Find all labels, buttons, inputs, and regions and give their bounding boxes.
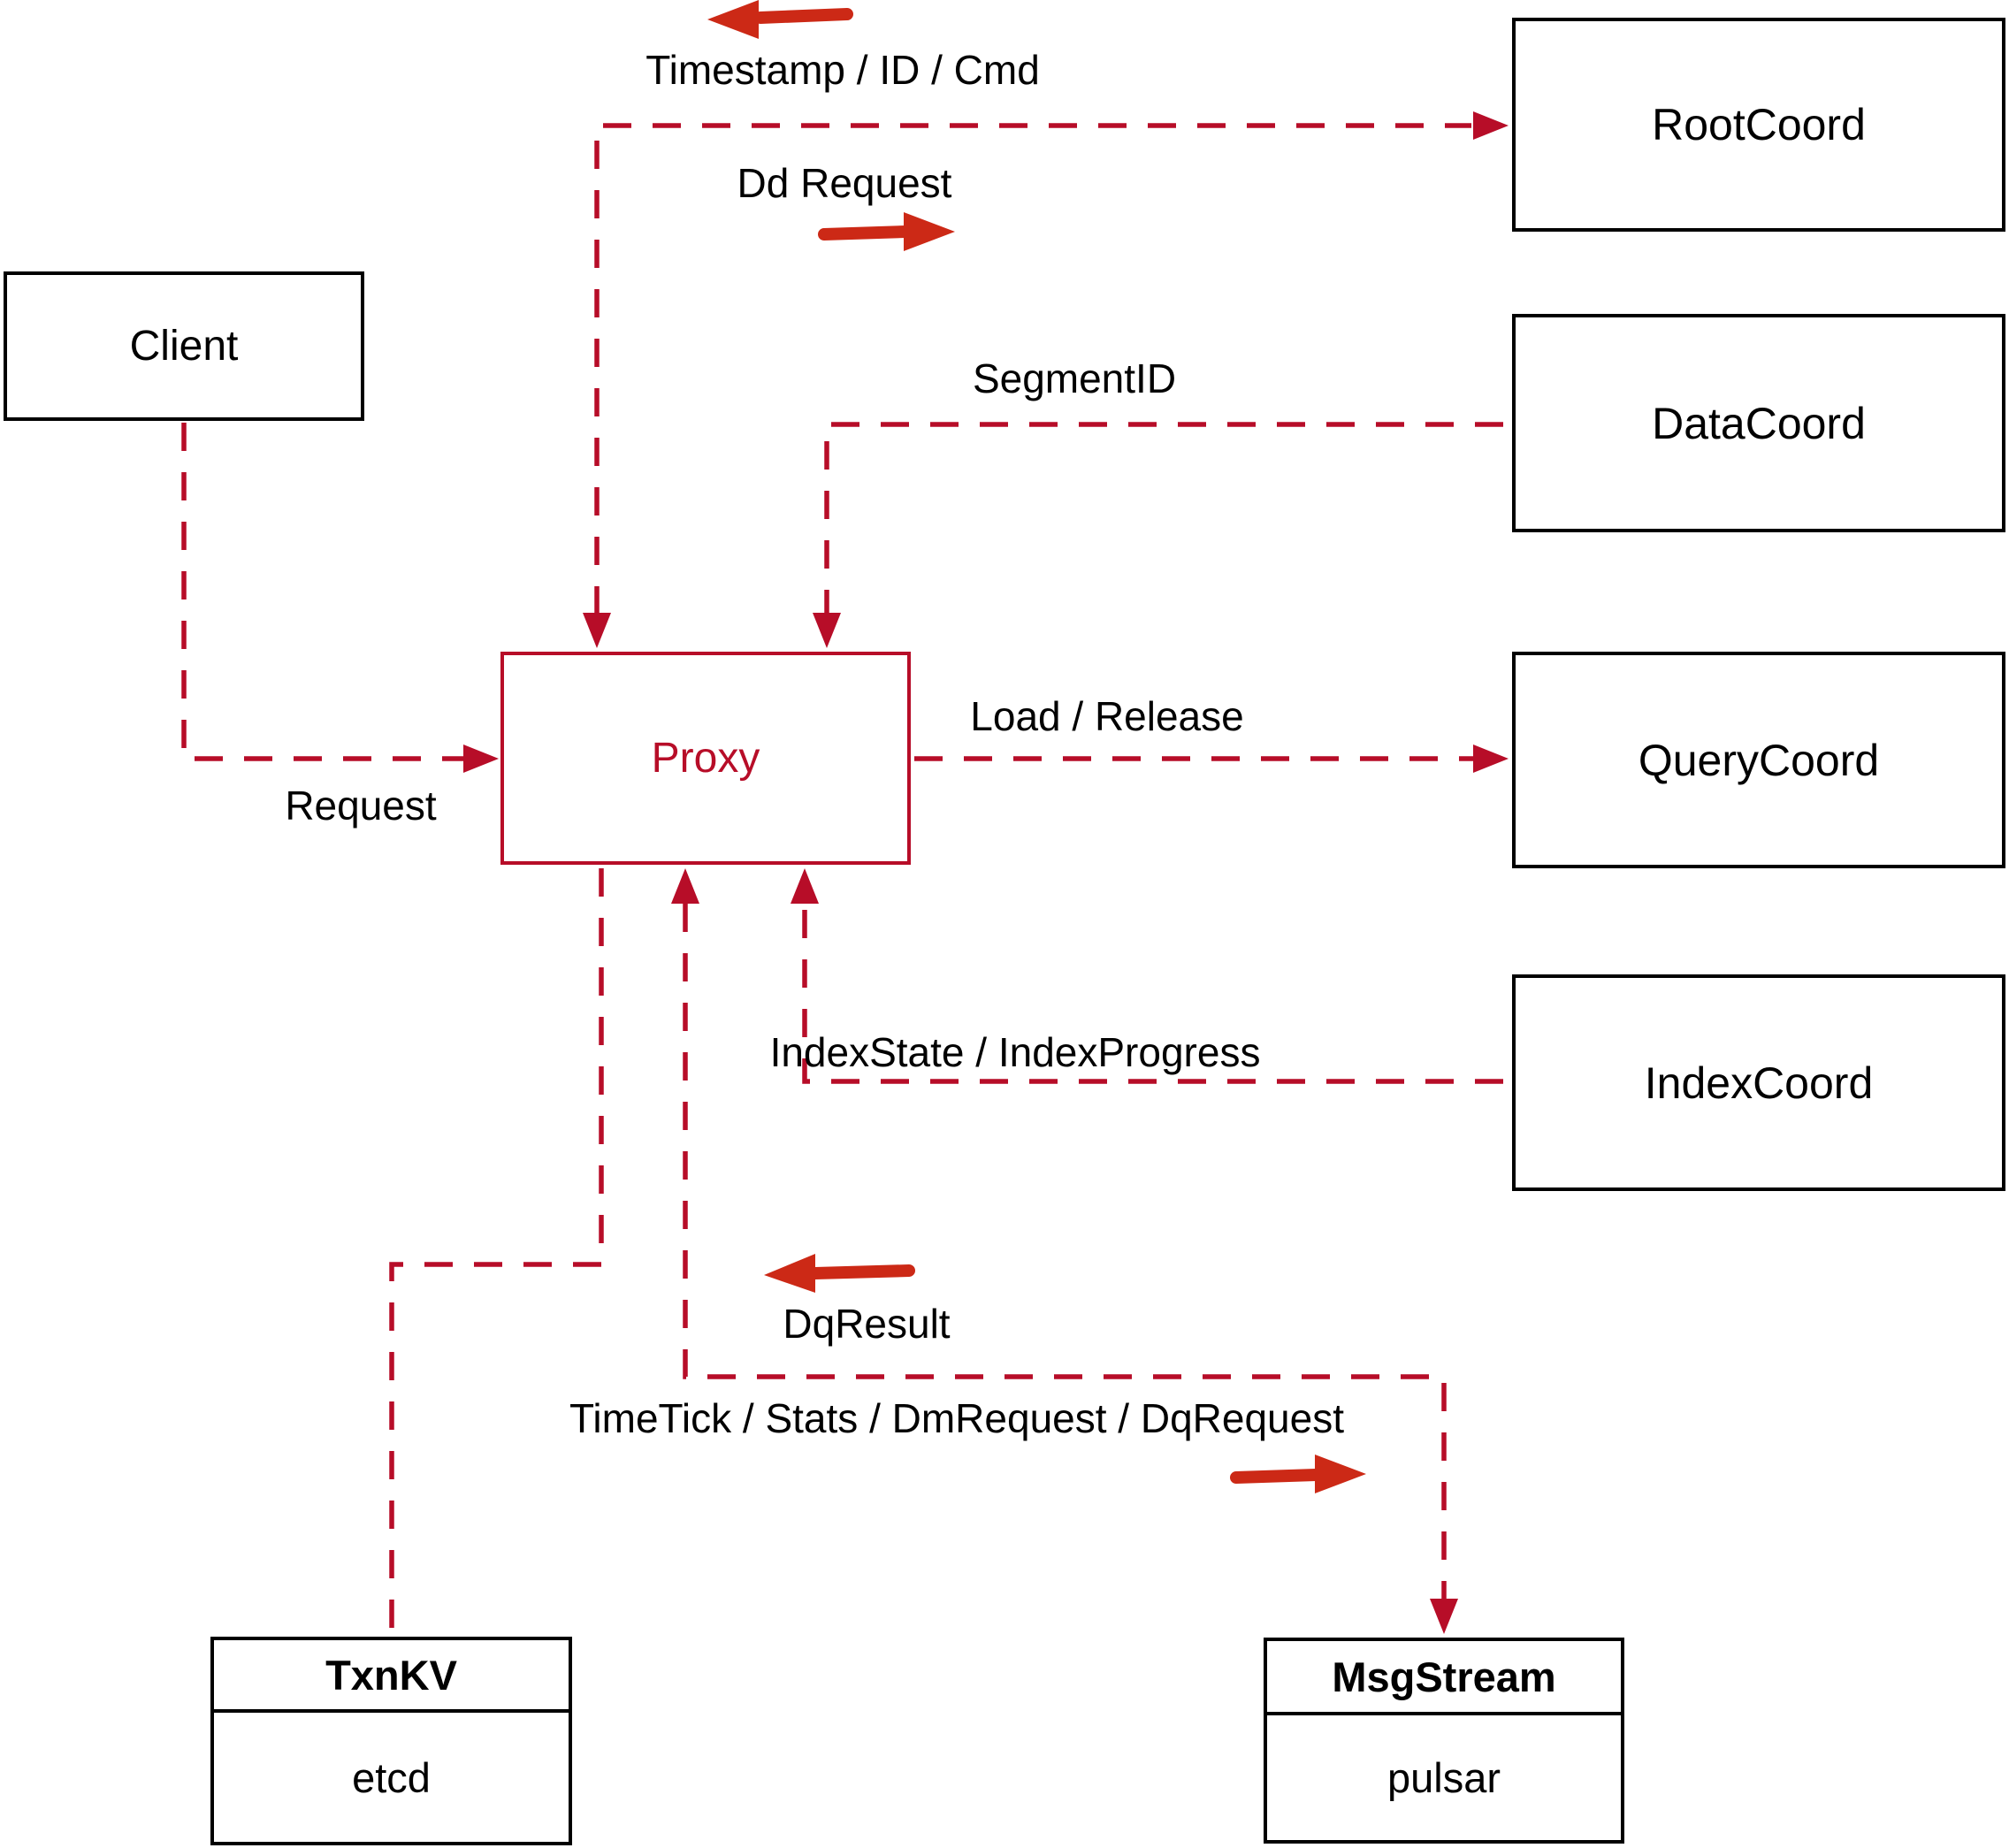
arrow-right-icon xyxy=(818,212,955,251)
indexcoord-node: IndexCoord xyxy=(1512,974,2005,1191)
edge-label-timestamp-id-cmd: Timestamp / ID / Cmd xyxy=(645,47,1040,93)
arrow-right-icon xyxy=(1230,1455,1366,1493)
rootcoord-node: RootCoord xyxy=(1512,18,2005,232)
querycoord-node: QueryCoord xyxy=(1512,652,2005,868)
proxy-label: Proxy xyxy=(651,735,760,782)
indexcoord-label: IndexCoord xyxy=(1644,1058,1874,1108)
edge-label-dd-request: Dd Request xyxy=(737,160,952,206)
edge-label-dq-result: DqResult xyxy=(783,1301,951,1347)
edge-label-index-state-progress: IndexState / IndexProgress xyxy=(769,1029,1261,1075)
edge-label-request: Request xyxy=(285,783,437,829)
edge-indexcoord-proxy xyxy=(791,868,1503,1084)
rootcoord-label: RootCoord xyxy=(1652,100,1866,149)
txnkv-subtitle: etcd xyxy=(352,1753,431,1801)
proxy-node: Proxy xyxy=(500,652,911,865)
edge-label-timetick-stats: TimeTick / Stats / DmRequest / DqRequest xyxy=(569,1395,1344,1441)
edge-label-load-release: Load / Release xyxy=(970,693,1244,739)
querycoord-label: QueryCoord xyxy=(1638,735,1880,785)
txnkv-node: TxnKV etcd xyxy=(210,1637,572,1845)
msgstream-node: MsgStream pulsar xyxy=(1264,1638,1624,1844)
msgstream-subtitle: pulsar xyxy=(1386,1754,1501,1801)
edge-datacoord-proxy xyxy=(813,422,1503,648)
edge-client-proxy xyxy=(181,423,499,773)
edge-proxy-rootcoord xyxy=(583,111,1509,648)
datacoord-node: DataCoord xyxy=(1512,314,2005,532)
edge-proxy-querycoord xyxy=(914,745,1509,773)
datacoord-label: DataCoord xyxy=(1652,398,1866,448)
arrow-left-icon xyxy=(707,0,853,39)
msgstream-title: MsgStream xyxy=(1267,1641,1621,1715)
client-label: Client xyxy=(129,323,239,370)
edge-proxy-txnkv xyxy=(389,868,604,1634)
client-node: Client xyxy=(4,271,364,421)
edge-proxy-msgstream xyxy=(671,868,1458,1634)
txnkv-title: TxnKV xyxy=(214,1640,569,1713)
edge-label-segment-id: SegmentID xyxy=(972,355,1177,401)
arrow-left-icon xyxy=(764,1254,915,1293)
